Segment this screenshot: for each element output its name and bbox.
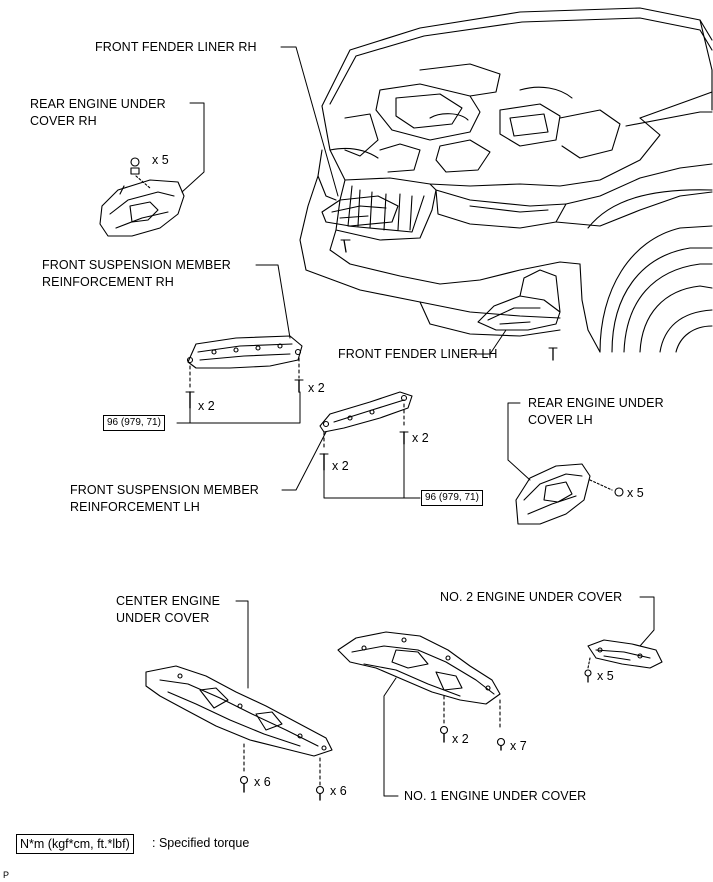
label-rear-engine-under-cover-rh-line1: REAR ENGINE UNDER [30, 97, 166, 111]
qty-no1-bolt: x 2 [452, 732, 469, 746]
label-no2-engine-under-cover: NO. 2 ENGINE UNDER COVER [440, 590, 623, 604]
qty-no1-clip: x 7 [510, 739, 527, 753]
front-fender-liner-lh-part [477, 269, 561, 361]
rear-engine-under-cover-lh-part [515, 463, 624, 525]
no2-engine-under-cover-part [584, 639, 663, 683]
label-rear-engine-under-cover-rh-line2: COVER RH [30, 114, 97, 128]
qty-susp-lh-bolt-left: x 2 [332, 459, 349, 473]
label-front-susp-rh-line2: REINFORCEMENT RH [42, 275, 174, 289]
label-rear-engine-under-cover-lh-line1: REAR ENGINE UNDER [528, 396, 664, 410]
leader-lines [176, 46, 655, 797]
qty-rear-rh-clip: x 5 [152, 153, 169, 167]
qty-susp-rh-bolt-left: x 2 [198, 399, 215, 413]
qty-rear-lh-clip: x 5 [627, 486, 644, 500]
front-suspension-member-reinforcement-rh-part [185, 335, 304, 409]
label-rear-engine-under-cover-lh-line2: COVER LH [528, 413, 593, 427]
label-center-engine-under-cover-line1: CENTER ENGINE [116, 594, 221, 608]
legend-torque-symbol: N*m (kgf*cm, ft.*lbf) [16, 834, 134, 854]
torque-spec-lh: 96 (979, 71) [421, 490, 483, 506]
label-front-fender-liner-rh: FRONT FENDER LINER RH [95, 40, 257, 54]
figure-code: P [3, 870, 10, 880]
rear-engine-under-cover-rh-part [99, 157, 185, 237]
label-front-susp-rh-line1: FRONT SUSPENSION MEMBER [42, 258, 231, 272]
vehicle-front-illustration [299, 7, 713, 353]
qty-center-bolt-left: x 6 [254, 775, 271, 789]
label-no1-engine-under-cover: NO. 1 ENGINE UNDER COVER [404, 789, 587, 803]
legend-torque-text: : Specified torque [152, 836, 250, 850]
qty-center-bolt-right: x 6 [330, 784, 347, 798]
center-engine-under-cover-part [145, 665, 333, 801]
torque-spec-rh: 96 (979, 71) [103, 415, 165, 431]
no1-engine-under-cover-part [337, 631, 506, 751]
qty-susp-rh-bolt-right: x 2 [308, 381, 325, 395]
label-front-susp-lh-line1: FRONT SUSPENSION MEMBER [70, 483, 259, 497]
label-front-susp-lh-line2: REINFORCEMENT LH [70, 500, 200, 514]
label-center-engine-under-cover-line2: UNDER COVER [116, 611, 210, 625]
qty-susp-lh-bolt-right: x 2 [412, 431, 429, 445]
front-fender-liner-rh-part [321, 195, 399, 253]
label-front-fender-liner-lh: FRONT FENDER LINER LH [338, 347, 498, 361]
qty-no2-bolt: x 5 [597, 669, 614, 683]
